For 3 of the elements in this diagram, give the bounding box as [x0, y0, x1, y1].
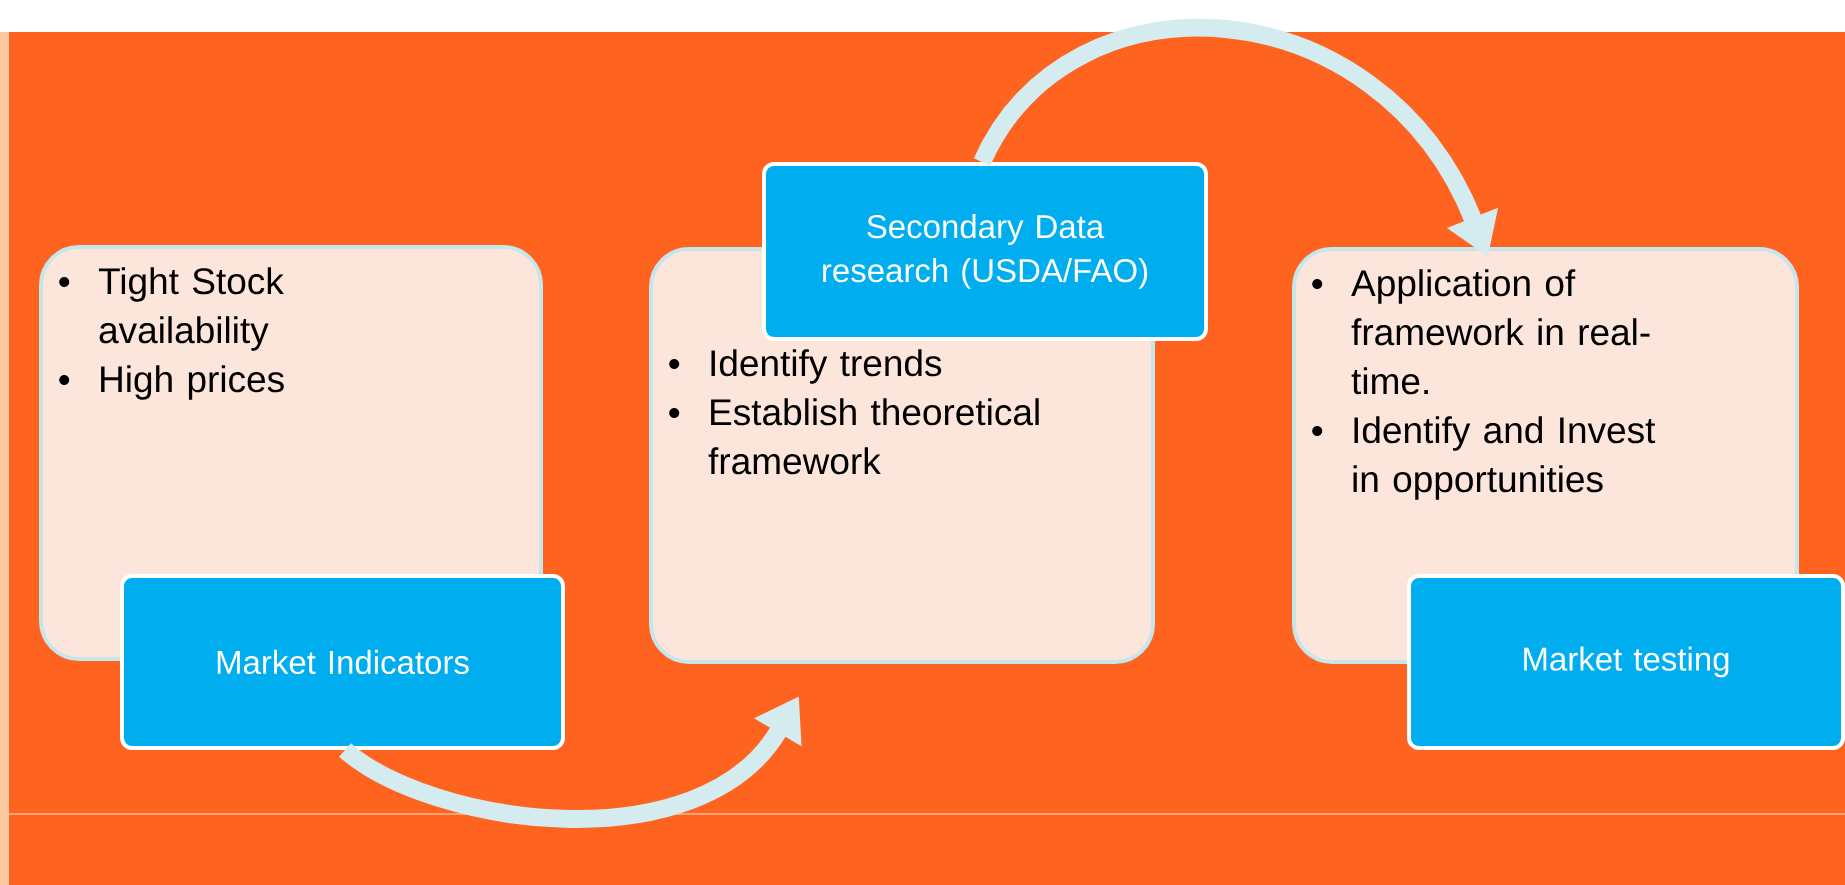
label-box: Market Indicators — [120, 574, 565, 750]
label-box: Secondary Data research (USDA/FAO) — [762, 162, 1208, 341]
label-box: Market testing — [1407, 574, 1845, 750]
